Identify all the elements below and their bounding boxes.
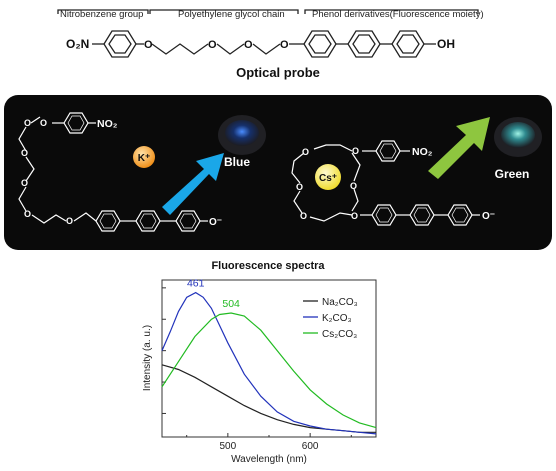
nitro-group-label: O₂N (66, 37, 89, 51)
bracket-nitrobenzene (57, 9, 149, 14)
oxygen-atom: O (244, 39, 253, 51)
oxygen-atom: O (40, 118, 47, 128)
bracket-phenol (304, 9, 479, 14)
oxide-label: O⁻ (482, 211, 495, 222)
group-label-nitrobenzene: Nitrobenzene group (60, 9, 143, 20)
green-label: Green (495, 167, 530, 181)
legend-label: Cs₂CO₃ (322, 329, 357, 340)
legend-label: K₂CO₃ (322, 313, 352, 324)
probe-caption: Optical probe (236, 65, 320, 80)
peak-annotation: 504 (222, 298, 240, 310)
series-line-1 (161, 291, 377, 435)
oxygen-atom: O (24, 209, 31, 219)
oxygen-atom: O (24, 118, 31, 128)
chart-title: Fluorescence spectra (211, 260, 325, 272)
oxygen-atom: O (66, 216, 73, 226)
hydroxyl-group-label: OH (437, 37, 455, 51)
oxygen-atom: O (144, 39, 153, 51)
nitro-label: NO₂ (97, 118, 118, 130)
potassium-ion-label: K⁺ (138, 153, 151, 164)
series-line-0 (161, 364, 376, 433)
cesium-ion-label: Cs⁺ (319, 173, 337, 184)
green-arrow-icon (428, 117, 490, 179)
x-tick-label: 500 (220, 441, 237, 452)
oxygen-atom: O (280, 39, 289, 51)
blue-label: Blue (224, 155, 250, 169)
y-axis-label: Intensity (a. u.) (142, 325, 153, 391)
peg-chain (151, 43, 209, 55)
group-label-peg: Polyethylene glycol chain (178, 9, 285, 20)
series-line-2 (161, 312, 377, 429)
bracket-peg (149, 9, 299, 14)
complex-panel (4, 95, 552, 250)
potassium-ion (133, 146, 155, 168)
oxygen-atom: O (352, 146, 359, 156)
oxygen-atom: O (21, 178, 28, 188)
peak-annotation: 461 (187, 278, 205, 290)
oxygen-atom: O (300, 211, 307, 221)
cesium-ion (315, 164, 341, 190)
group-label-phenol: Phenol derivatives(Fluorescence moiety) (312, 9, 484, 20)
probe-structure: Nitrobenzene group Polyethylene glycol c… (57, 9, 484, 80)
nitro-label: NO₂ (412, 146, 433, 158)
x-axis-label: Wavelength (nm) (231, 454, 307, 465)
oxygen-atom: O (21, 148, 28, 158)
blue-arrow-icon (162, 153, 224, 215)
oxygen-atom: O (350, 181, 357, 191)
complex-illustration: O O O O O O O O O O O O NO₂ O⁻ NO₂ O⁻ K⁺… (18, 112, 542, 232)
oxygen-atom: O (296, 182, 303, 192)
x-tick-label: 600 (302, 441, 319, 452)
oxygen-atom: O (351, 211, 358, 221)
oxygen-atom: O (302, 147, 309, 157)
oxide-label: O⁻ (209, 217, 222, 228)
legend-label: Na₂CO₃ (322, 297, 358, 308)
oxygen-atom: O (208, 39, 217, 51)
fluorescence-chart: Fluorescence spectra Wavelength (nm) Int… (142, 260, 377, 465)
